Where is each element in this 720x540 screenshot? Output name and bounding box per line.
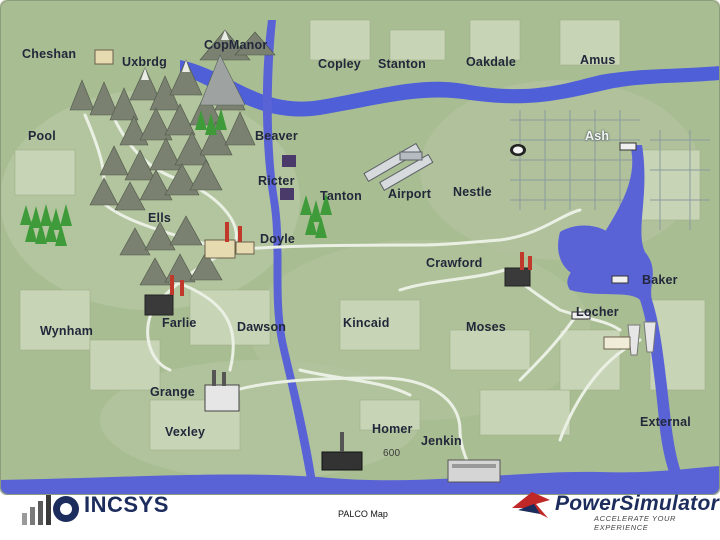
- plant-farlie-icon: [144, 275, 184, 316]
- river-east: [567, 145, 692, 495]
- plant-ricter-icon: [280, 155, 296, 200]
- town-label-jenkin: Jenkin: [421, 434, 462, 448]
- town-label-dawson: Dawson: [237, 320, 287, 334]
- town-label-copley: Copley: [318, 57, 361, 71]
- river-south: [0, 466, 720, 495]
- town-label-stanton: Stanton: [378, 57, 426, 71]
- town-label-nestle: Nestle: [453, 185, 492, 199]
- map-canvas: [0, 0, 720, 495]
- substation-ash-icon: [619, 142, 637, 151]
- town-label-uxbrdg: Uxbrdg: [122, 55, 167, 69]
- town-label-doyle: Doyle: [260, 232, 296, 246]
- town-label-wynham: Wynham: [40, 324, 94, 338]
- substation-locher-icon: [571, 311, 591, 320]
- incsys-wordmark: INCSYS: [84, 492, 169, 517]
- plant-jenkin-icon: [447, 459, 501, 483]
- town-label-baker: Baker: [642, 273, 678, 287]
- town-label-locher: Locher: [576, 305, 619, 319]
- town-label-amus: Amus: [580, 53, 616, 67]
- town-label-copmanor: CopManor: [204, 38, 268, 52]
- airport-runways: [363, 142, 434, 192]
- town-label-grange: Grange: [150, 385, 195, 399]
- river-central: [262, 20, 318, 495]
- palco-map: Cheshan Uxbrdg CopManor Copley Stanton O…: [0, 0, 720, 495]
- plant-locher-icon: [603, 321, 657, 356]
- town-label-crawford: Crawford: [426, 256, 483, 270]
- powersimulator-logo-icon: [512, 492, 550, 518]
- mountain-range: [69, 29, 276, 286]
- map-caption: PALCO Map: [338, 509, 388, 519]
- town-label-pool: Pool: [28, 129, 56, 143]
- plant-cheshan-icon: [94, 49, 114, 65]
- town-label-ells: Ells: [148, 211, 172, 225]
- town-label-tanton: Tanton: [320, 189, 362, 203]
- plant-doyle-icon: [204, 222, 255, 259]
- town-label-ash: Ash: [585, 129, 610, 143]
- incsys-logo-icon: [22, 495, 79, 525]
- substation-baker-icon: [611, 275, 629, 284]
- town-label-kincaid: Kincaid: [343, 316, 390, 330]
- powersimulator-tagline: ACCELERATE YOUR EXPERIENCE: [594, 514, 677, 532]
- city-road-grid: [510, 110, 710, 230]
- footer-bar: [0, 495, 720, 540]
- stadium-icon: [510, 144, 526, 156]
- powersimulator-wordmark: PowerSimulator: [555, 492, 720, 515]
- lake-east: [558, 225, 623, 281]
- town-label-cheshan: Cheshan: [22, 47, 77, 61]
- town-label-farlie: Farlie: [162, 316, 197, 330]
- plant-grange-icon: [204, 370, 240, 412]
- town-label-airport: Airport: [388, 187, 432, 201]
- town-label-vexley: Vexley: [165, 425, 206, 439]
- town-label-homer: Homer: [372, 422, 413, 436]
- value-label-600: 600: [383, 448, 401, 459]
- town-label-ricter: Ricter: [258, 174, 295, 188]
- river-north: [180, 60, 720, 117]
- town-blocks: [14, 19, 706, 451]
- town-label-beaver: Beaver: [255, 129, 298, 143]
- plant-homer-icon: [321, 432, 363, 471]
- forest-areas: [20, 108, 332, 246]
- town-label-moses: Moses: [466, 320, 506, 334]
- town-label-oakdale: Oakdale: [466, 55, 517, 69]
- plant-crawford-icon: [504, 252, 532, 287]
- town-label-external: External: [640, 415, 691, 429]
